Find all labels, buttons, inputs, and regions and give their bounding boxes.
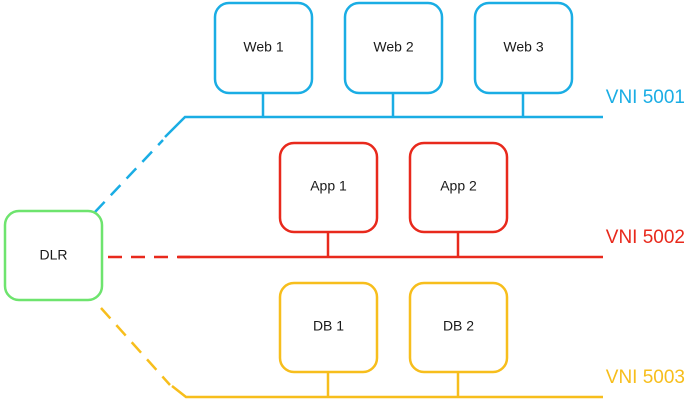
vni-5001-label: VNI 5001 [606,87,685,108]
dlr-node[interactable]: DLR [3,209,104,302]
web-1-node[interactable]: Web 1 [213,1,314,95]
web-3-label: Web 3 [503,39,543,55]
db-segment: DB 1 DB 2 VNI 5003 [100,281,685,399]
app-1-label: App 1 [310,178,347,194]
app-2-label: App 2 [440,178,477,194]
web-bus-line [164,115,603,138]
web-2-label: Web 2 [373,39,413,55]
vni-5003-label: VNI 5003 [606,367,685,388]
app-2-node[interactable]: App 2 [408,141,509,234]
db-1-label: DB 1 [313,318,344,334]
vni-5002-label: VNI 5002 [606,227,685,248]
dlr-label: DLR [39,247,67,263]
dlr-db-dashed-link [100,307,171,386]
web-2-node[interactable]: Web 2 [343,1,444,95]
web-3-node[interactable]: Web 3 [473,1,574,95]
db-bus-line [171,385,603,399]
dlr-web-dashed-link [94,139,164,213]
web-segment: Web 1 Web 2 Web 3 VNI 5001 [94,1,685,213]
web-1-label: Web 1 [243,39,283,55]
db-2-label: DB 2 [443,318,474,334]
db-2-node[interactable]: DB 2 [408,281,509,374]
app-segment: App 1 App 2 VNI 5002 [108,141,685,259]
app-1-node[interactable]: App 1 [278,141,379,234]
db-1-node[interactable]: DB 1 [278,281,379,374]
